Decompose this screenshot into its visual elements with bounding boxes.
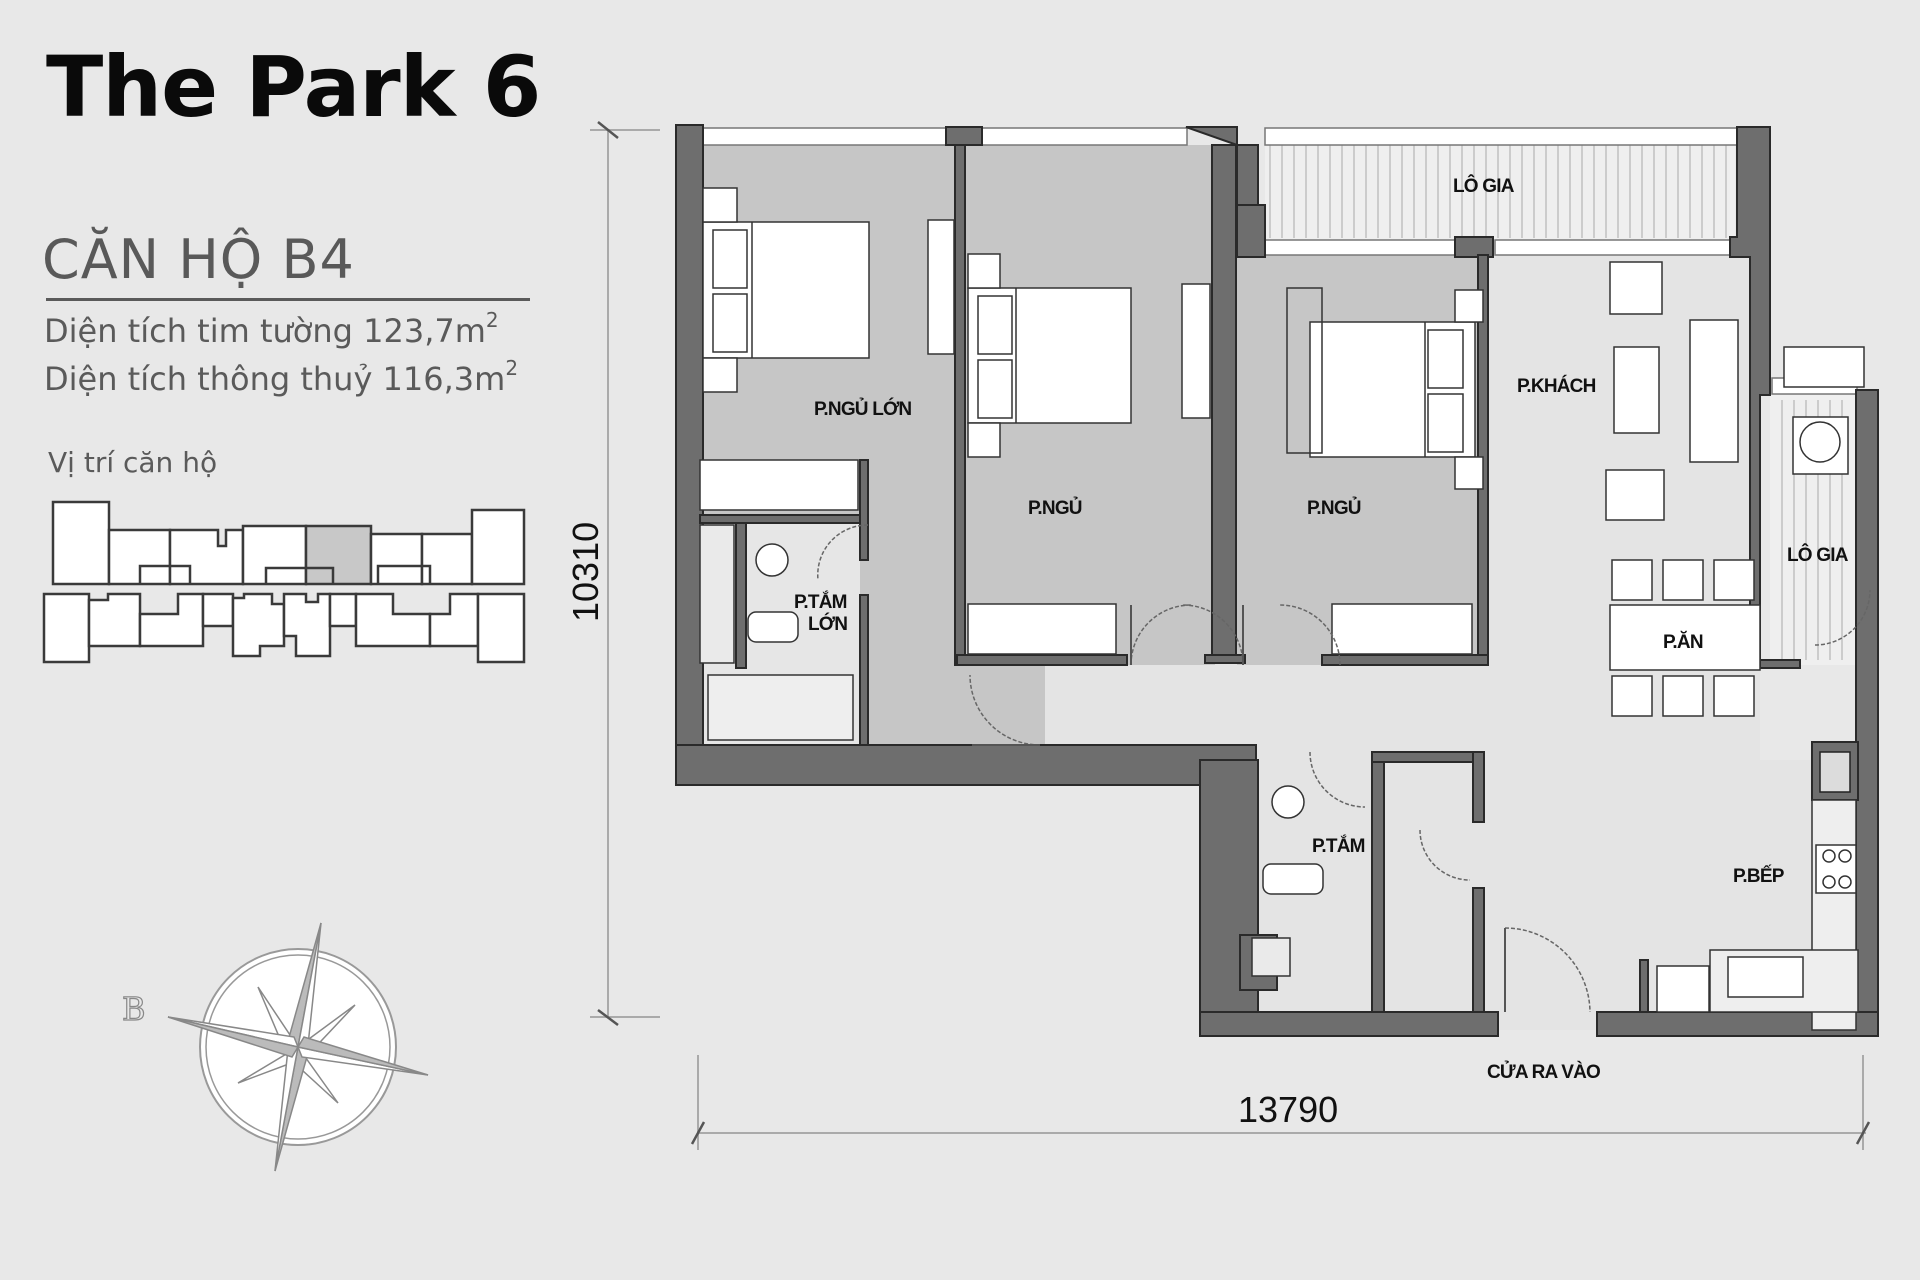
room-label-master-bath-2: LỚN [808,613,847,635]
bedroom-3-wardrobe [1331,603,1473,655]
title-divider [46,298,530,301]
room-label-bedroom-3: P.NGỦ [1307,497,1361,519]
sink [1727,956,1804,998]
ac-unit [1783,346,1865,388]
door-leaves [972,605,1506,1012]
room-label-entrance: CỬA RA VÀO [1487,1061,1600,1083]
loggia-top-slats [1269,145,1727,238]
area-wall-center: Diện tích tim tường 123,7m2 [44,308,499,350]
sofa [1689,319,1739,463]
room-label-loggia-top: LÔ GIA [1453,175,1515,197]
dining-table [1609,604,1761,671]
building-keymap [42,500,526,664]
door-swings [817,524,1871,1013]
dimension-width: 13790 [1238,1089,1338,1130]
bath-toilet [1262,863,1324,895]
area-clear: Diện tích thông thuỷ 116,3m2 [44,356,518,398]
unit-name: CĂN HỘ B4 [42,228,355,291]
area-unit-superscript: 2 [505,356,519,380]
armchair-bottom [1605,469,1665,521]
loggia-top-floor [1265,145,1735,240]
area-clear-text: Diện tích thông thuỷ 116,3m [44,360,506,398]
project-title: The Park 6 [46,38,541,136]
room-label-master-bath: P.TẮM [794,591,847,613]
shower [699,524,735,664]
master-toilet [747,611,799,643]
bedroom-2-wardrobe [967,603,1117,655]
compass-north-label: B [122,990,146,1028]
position-label: Vị trí căn hộ [48,446,218,479]
master-wardrobe [699,459,859,511]
bathtub [707,674,854,741]
furniture [699,187,1865,1031]
dimension-height: 10310 [565,522,606,622]
room-label-living: P.KHÁCH [1517,375,1596,397]
bedroom-2-tv [1181,283,1211,419]
room-label-dining: P.ĂN [1663,631,1703,653]
highlighted-unit-b4 [304,524,373,586]
area-wall-center-text: Diện tích tim tường 123,7m [44,312,486,350]
area-unit-superscript: 2 [485,308,499,332]
living-tv-cabinet [1286,287,1323,454]
room-label-bathroom: P.TẮM [1312,835,1365,857]
master-tv [927,219,955,355]
compass-rose-icon: B [121,922,429,1172]
room-label-master-bedroom: P.NGỦ LỚN [814,398,911,420]
floor-drain [1251,937,1291,977]
room-label-bedroom-2: P.NGỦ [1028,497,1082,519]
bath-basin [1271,785,1305,819]
armchair-top [1609,261,1663,315]
master-basin [755,543,789,577]
room-label-loggia-right: LÔ GIA [1787,544,1849,566]
fridge [1656,965,1710,1013]
room-label-kitchen: P.BẾP [1733,865,1785,887]
kitchen-duct [1819,751,1851,793]
coffee-table [1613,346,1660,434]
dimension-lines [590,129,1866,1150]
